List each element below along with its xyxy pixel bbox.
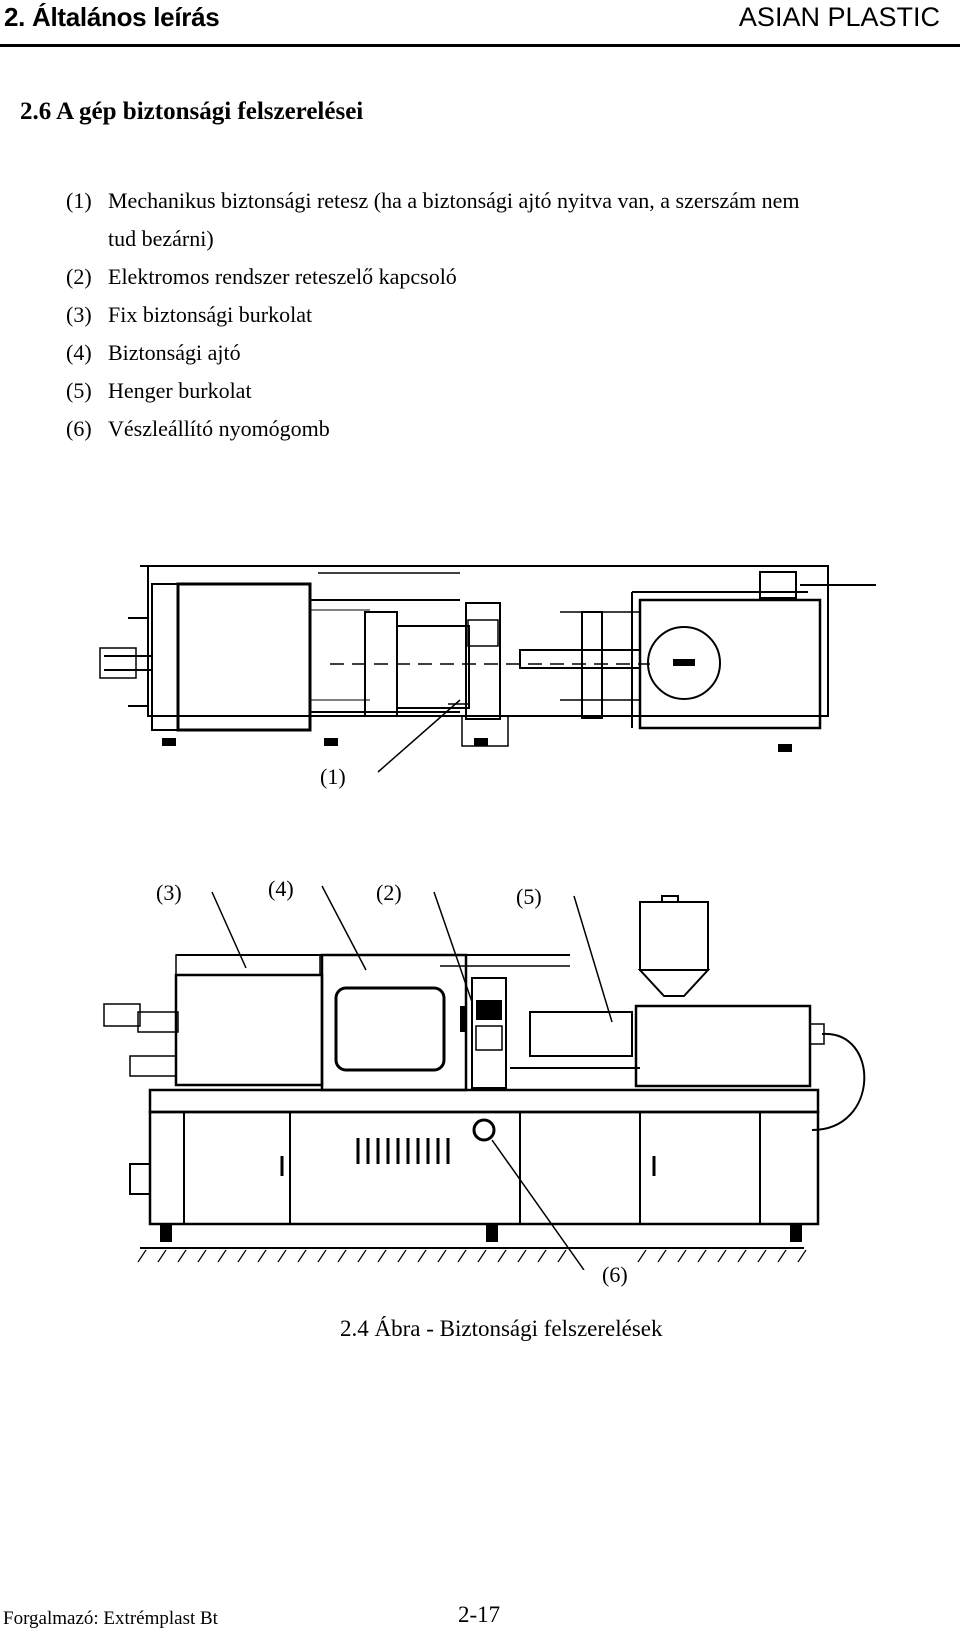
list-item-text: Vészleállító nyomógomb xyxy=(108,416,330,441)
header-rule xyxy=(0,44,960,47)
list-item-number: (5) xyxy=(66,378,92,403)
figure-caption: 2.4 Ábra - Biztonsági felszerelések xyxy=(340,1316,663,1341)
list-item-5: (5) Henger burkolat xyxy=(66,378,252,404)
list-item-2: (2) Elektromos rendszer reteszelő kapcsol… xyxy=(66,264,457,290)
section-heading: 2.6 A gép biztonsági felszerelései xyxy=(20,98,364,125)
callout-3: (3) xyxy=(156,880,182,905)
list-item-text: Mechanikus biztonsági retesz (ha a bizto… xyxy=(108,188,800,213)
machine-side-view-drawing xyxy=(103,885,866,1270)
list-item-text: Henger burkolat xyxy=(108,378,252,403)
list-item-text: Elektromos rendszer reteszelő kapcsoló xyxy=(108,264,457,289)
list-item-number: (4) xyxy=(66,340,92,365)
machine-top-view-drawing xyxy=(99,565,876,773)
list-item-number: (2) xyxy=(66,264,92,289)
callout-5: (5) xyxy=(516,884,542,909)
header-section-title: 2. Általános leírás xyxy=(4,2,220,32)
callout-4: (4) xyxy=(268,876,294,901)
callout-6: (6) xyxy=(602,1262,628,1287)
list-item-number: (1) xyxy=(66,188,92,213)
list-item-1-continuation: tud bezárni) xyxy=(108,226,214,251)
list-item-3: (3) Fix biztonsági burkolat xyxy=(66,302,312,328)
list-item-number: (3) xyxy=(66,302,92,327)
callout-1: (1) xyxy=(320,764,346,789)
page-number: 2-17 xyxy=(458,1602,501,1627)
list-item-text: Fix biztonsági burkolat xyxy=(108,302,313,327)
header-brand: ASIAN PLASTIC xyxy=(738,2,940,32)
list-item-text: Biztonsági ajtó xyxy=(108,340,241,365)
list-item-number: (6) xyxy=(66,416,92,441)
callout-2: (2) xyxy=(376,880,402,905)
list-item-1: (1) Mechanikus biztonsági retesz (ha a bi… xyxy=(66,188,800,214)
footer-distributor: Forgalmazó: Extrémplast Bt xyxy=(3,1608,218,1629)
list-item-4: (4) Biztonsági ajtó xyxy=(66,340,241,366)
list-item-6: (6) Vészleállító nyomógomb xyxy=(66,416,330,442)
